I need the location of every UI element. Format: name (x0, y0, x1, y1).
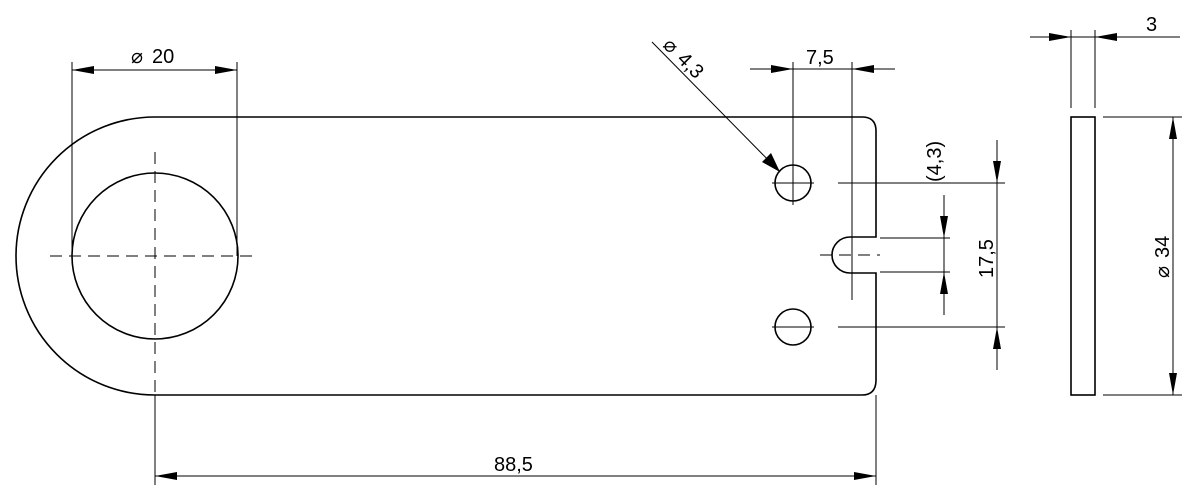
dim-88-5-label: 88,5 (494, 454, 533, 476)
dim-17-5-arrow-bottom (993, 327, 1001, 349)
dim-7-5-arrow-left (771, 65, 793, 73)
diameter-symbol: ⌀ (658, 34, 682, 58)
dim-20-label: 20 (152, 46, 174, 68)
dim-34-label-group: ⌀ 34 (1152, 236, 1174, 278)
diameter-symbol: ⌀ (1152, 266, 1174, 278)
plate-outline (15, 116, 877, 396)
dim-17-5-arrow-top (993, 161, 1001, 183)
dim-3-arrow-left (1049, 33, 1071, 41)
dim-3-label: 3 (1146, 14, 1157, 36)
dim-34-arrow-top (1169, 117, 1177, 139)
dim-4-3-leader-arrow (762, 153, 780, 172)
dim-34-arrow-bottom (1169, 373, 1177, 395)
dim-88-5-arrow-right (854, 472, 876, 480)
diameter-symbol: ⌀ (131, 46, 143, 68)
dim-17-5-label: 17,5 (976, 239, 998, 278)
slot-dim-arrow-bottom (940, 272, 948, 294)
dim-4-3-label-group: ⌀ 4,3 (658, 34, 707, 83)
slot-dim-arrow-top (940, 216, 948, 238)
dim-34-label: 34 (1152, 236, 1174, 258)
dim-20-arrow-left (72, 66, 94, 74)
dim-4-3-label: 4,3 (673, 48, 708, 83)
dim-7-5-arrow-right (852, 65, 874, 73)
dim-3-arrow-right (1095, 33, 1117, 41)
dim-4-3-ref-label: (4,3) (924, 141, 946, 182)
dim-4-3-leader (651, 41, 781, 173)
dim-7-5-label: 7,5 (806, 47, 834, 69)
side-view (1070, 116, 1096, 396)
dim-88-5-arrow-left (155, 472, 177, 480)
dim-20-arrow-right (215, 66, 237, 74)
